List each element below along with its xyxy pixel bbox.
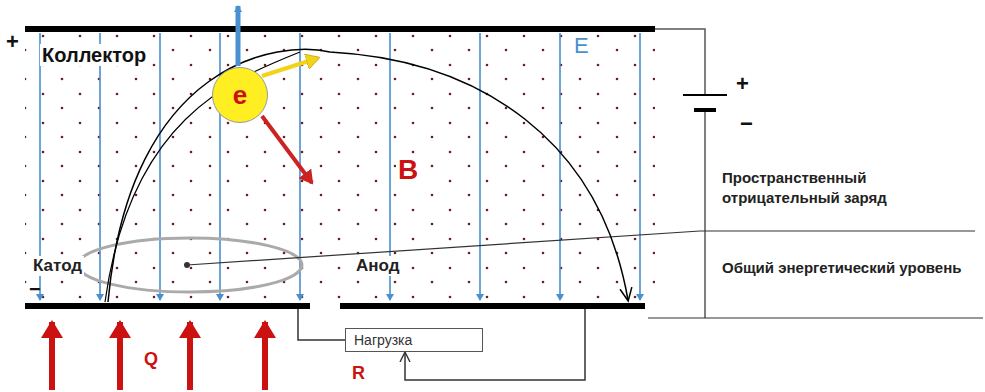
polarity-sign: + <box>6 30 19 54</box>
node-label: Анод <box>354 256 402 276</box>
inner-trajectory <box>105 52 300 302</box>
annotation: Общий энергетический уровень <box>722 258 962 278</box>
field-line <box>639 33 641 300</box>
heat-symbol: Q <box>143 350 159 370</box>
polarity-sign: − <box>740 112 753 136</box>
electron-trajectory <box>108 49 628 302</box>
annotation: Пространственный отрицательный заряд <box>722 168 977 207</box>
cathode-plate: Катод <box>25 256 310 309</box>
field-symbol: B <box>396 155 420 186</box>
part-name: Коллектор <box>40 44 148 66</box>
leader-dot <box>184 262 190 268</box>
collector-plate <box>25 26 655 32</box>
leader-line <box>700 230 975 231</box>
force-arrow <box>262 58 318 76</box>
field-line <box>479 33 481 300</box>
polarity-sign: − <box>29 278 41 300</box>
anode-plate: Анод <box>340 256 645 309</box>
electron-circle: e <box>212 67 268 123</box>
field-line <box>559 33 561 300</box>
battery-short-plate <box>694 108 716 112</box>
battery-long-plate <box>683 94 727 96</box>
heat-arrows <box>52 322 265 390</box>
field-lines <box>40 33 640 300</box>
velocity-arrow <box>236 6 241 66</box>
force-arrow <box>262 116 312 183</box>
field-symbol: E <box>572 34 591 58</box>
battery-wire <box>655 29 705 318</box>
charge-dots <box>25 34 655 302</box>
circuit-wire <box>298 309 345 340</box>
node-label: Нагрузка <box>354 332 412 349</box>
load-box: Нагрузка <box>345 328 483 352</box>
field-line <box>159 33 161 300</box>
field-line <box>99 33 101 300</box>
polarity-sign: + <box>736 72 749 96</box>
leader-line <box>187 231 700 265</box>
node-label: e <box>233 82 247 108</box>
node-label: Катод <box>31 256 84 276</box>
energy-level-line <box>648 317 983 318</box>
resistance-symbol: R <box>352 364 365 384</box>
